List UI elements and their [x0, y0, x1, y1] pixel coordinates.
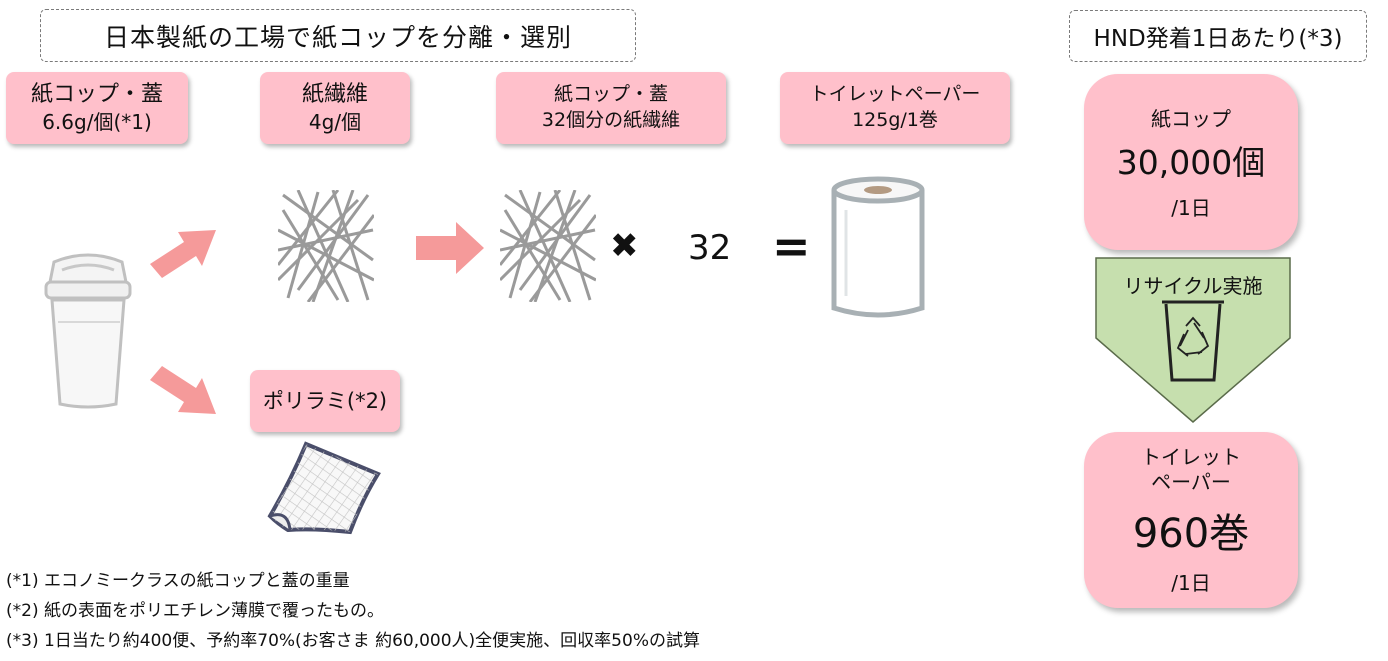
- fiber-weight: 4g/個: [308, 110, 362, 135]
- daily-cups-box: 紙コップ 30,000個 /1日: [1084, 74, 1298, 250]
- daily-toilet-label-2: ペーパー: [1151, 469, 1231, 494]
- process-title: 日本製紙の工場で紙コップを分離・選別: [40, 9, 636, 62]
- daily-title: HND発着1日あたり(*3): [1069, 10, 1367, 62]
- daily-cups-label: 紙コップ: [1151, 107, 1231, 131]
- arrow-right-icon: [416, 222, 484, 274]
- arrow-down-right-icon: [150, 366, 216, 414]
- cup-lid-weight: 6.6g/個(*1): [42, 110, 152, 135]
- paper-fiber-icon: [278, 190, 374, 302]
- polylami-box: ポリラミ(*2): [250, 370, 400, 432]
- times-sign: ✖: [610, 226, 639, 266]
- fiber32-name: 紙コップ・蓋: [553, 83, 668, 106]
- polylami-sheet-icon: [267, 441, 381, 535]
- toilet-paper-box: トイレットペーパー 125g/1巻: [780, 72, 1010, 144]
- paper-fiber-32-icon: [500, 190, 596, 302]
- daily-cups-unit: /1日: [1171, 196, 1211, 220]
- daily-toilet-label-1: トイレット: [1141, 444, 1241, 469]
- daily-cups-value: 30,000個: [1116, 143, 1266, 182]
- daily-toilet-box: トイレット ペーパー 960巻 /1日: [1084, 432, 1298, 608]
- daily-title-text: HND発着1日あたり(*3): [1093, 26, 1343, 52]
- daily-toilet-unit: /1日: [1171, 570, 1211, 595]
- cup-lid-name: 紙コップ・蓋: [30, 81, 163, 107]
- cup-lid-box: 紙コップ・蓋 6.6g/個(*1): [6, 72, 188, 144]
- footnote-3: (*3) 1日当たり約400便、予約率70%(お客さま 約60,000人)全便実…: [6, 631, 700, 651]
- toilet-paper-weight: 125g/1巻: [852, 109, 938, 131]
- polylami-label: ポリラミ(*2): [262, 388, 388, 413]
- count-32: 32: [688, 228, 732, 268]
- equals-sign: =: [772, 219, 811, 273]
- footnote-1: (*1) エコノミークラスの紙コップと蓋の重量: [6, 571, 350, 591]
- toilet-paper-name: トイレットペーパー: [809, 83, 981, 106]
- recycle-arrow-shape: [1095, 257, 1291, 423]
- recycle-label: リサイクル実施: [1123, 274, 1263, 298]
- fiber-name: 紙繊維: [301, 81, 368, 107]
- fiber32-desc: 32個分の紙繊維: [541, 109, 681, 131]
- footnote-2: (*2) 紙の表面をポリエチレン薄膜で覆ったもの。: [6, 601, 384, 621]
- recycle-bin-icon: [1162, 300, 1224, 382]
- toilet-paper-icon: [831, 176, 925, 318]
- paper-cup-icon: [44, 253, 132, 409]
- daily-toilet-value: 960巻: [1132, 510, 1250, 557]
- fiber32-box: 紙コップ・蓋 32個分の紙繊維: [496, 72, 726, 144]
- fiber-box: 紙繊維 4g/個: [260, 72, 410, 144]
- process-title-text: 日本製紙の工場で紙コップを分離・選別: [103, 22, 572, 52]
- arrow-up-right-icon: [150, 230, 216, 278]
